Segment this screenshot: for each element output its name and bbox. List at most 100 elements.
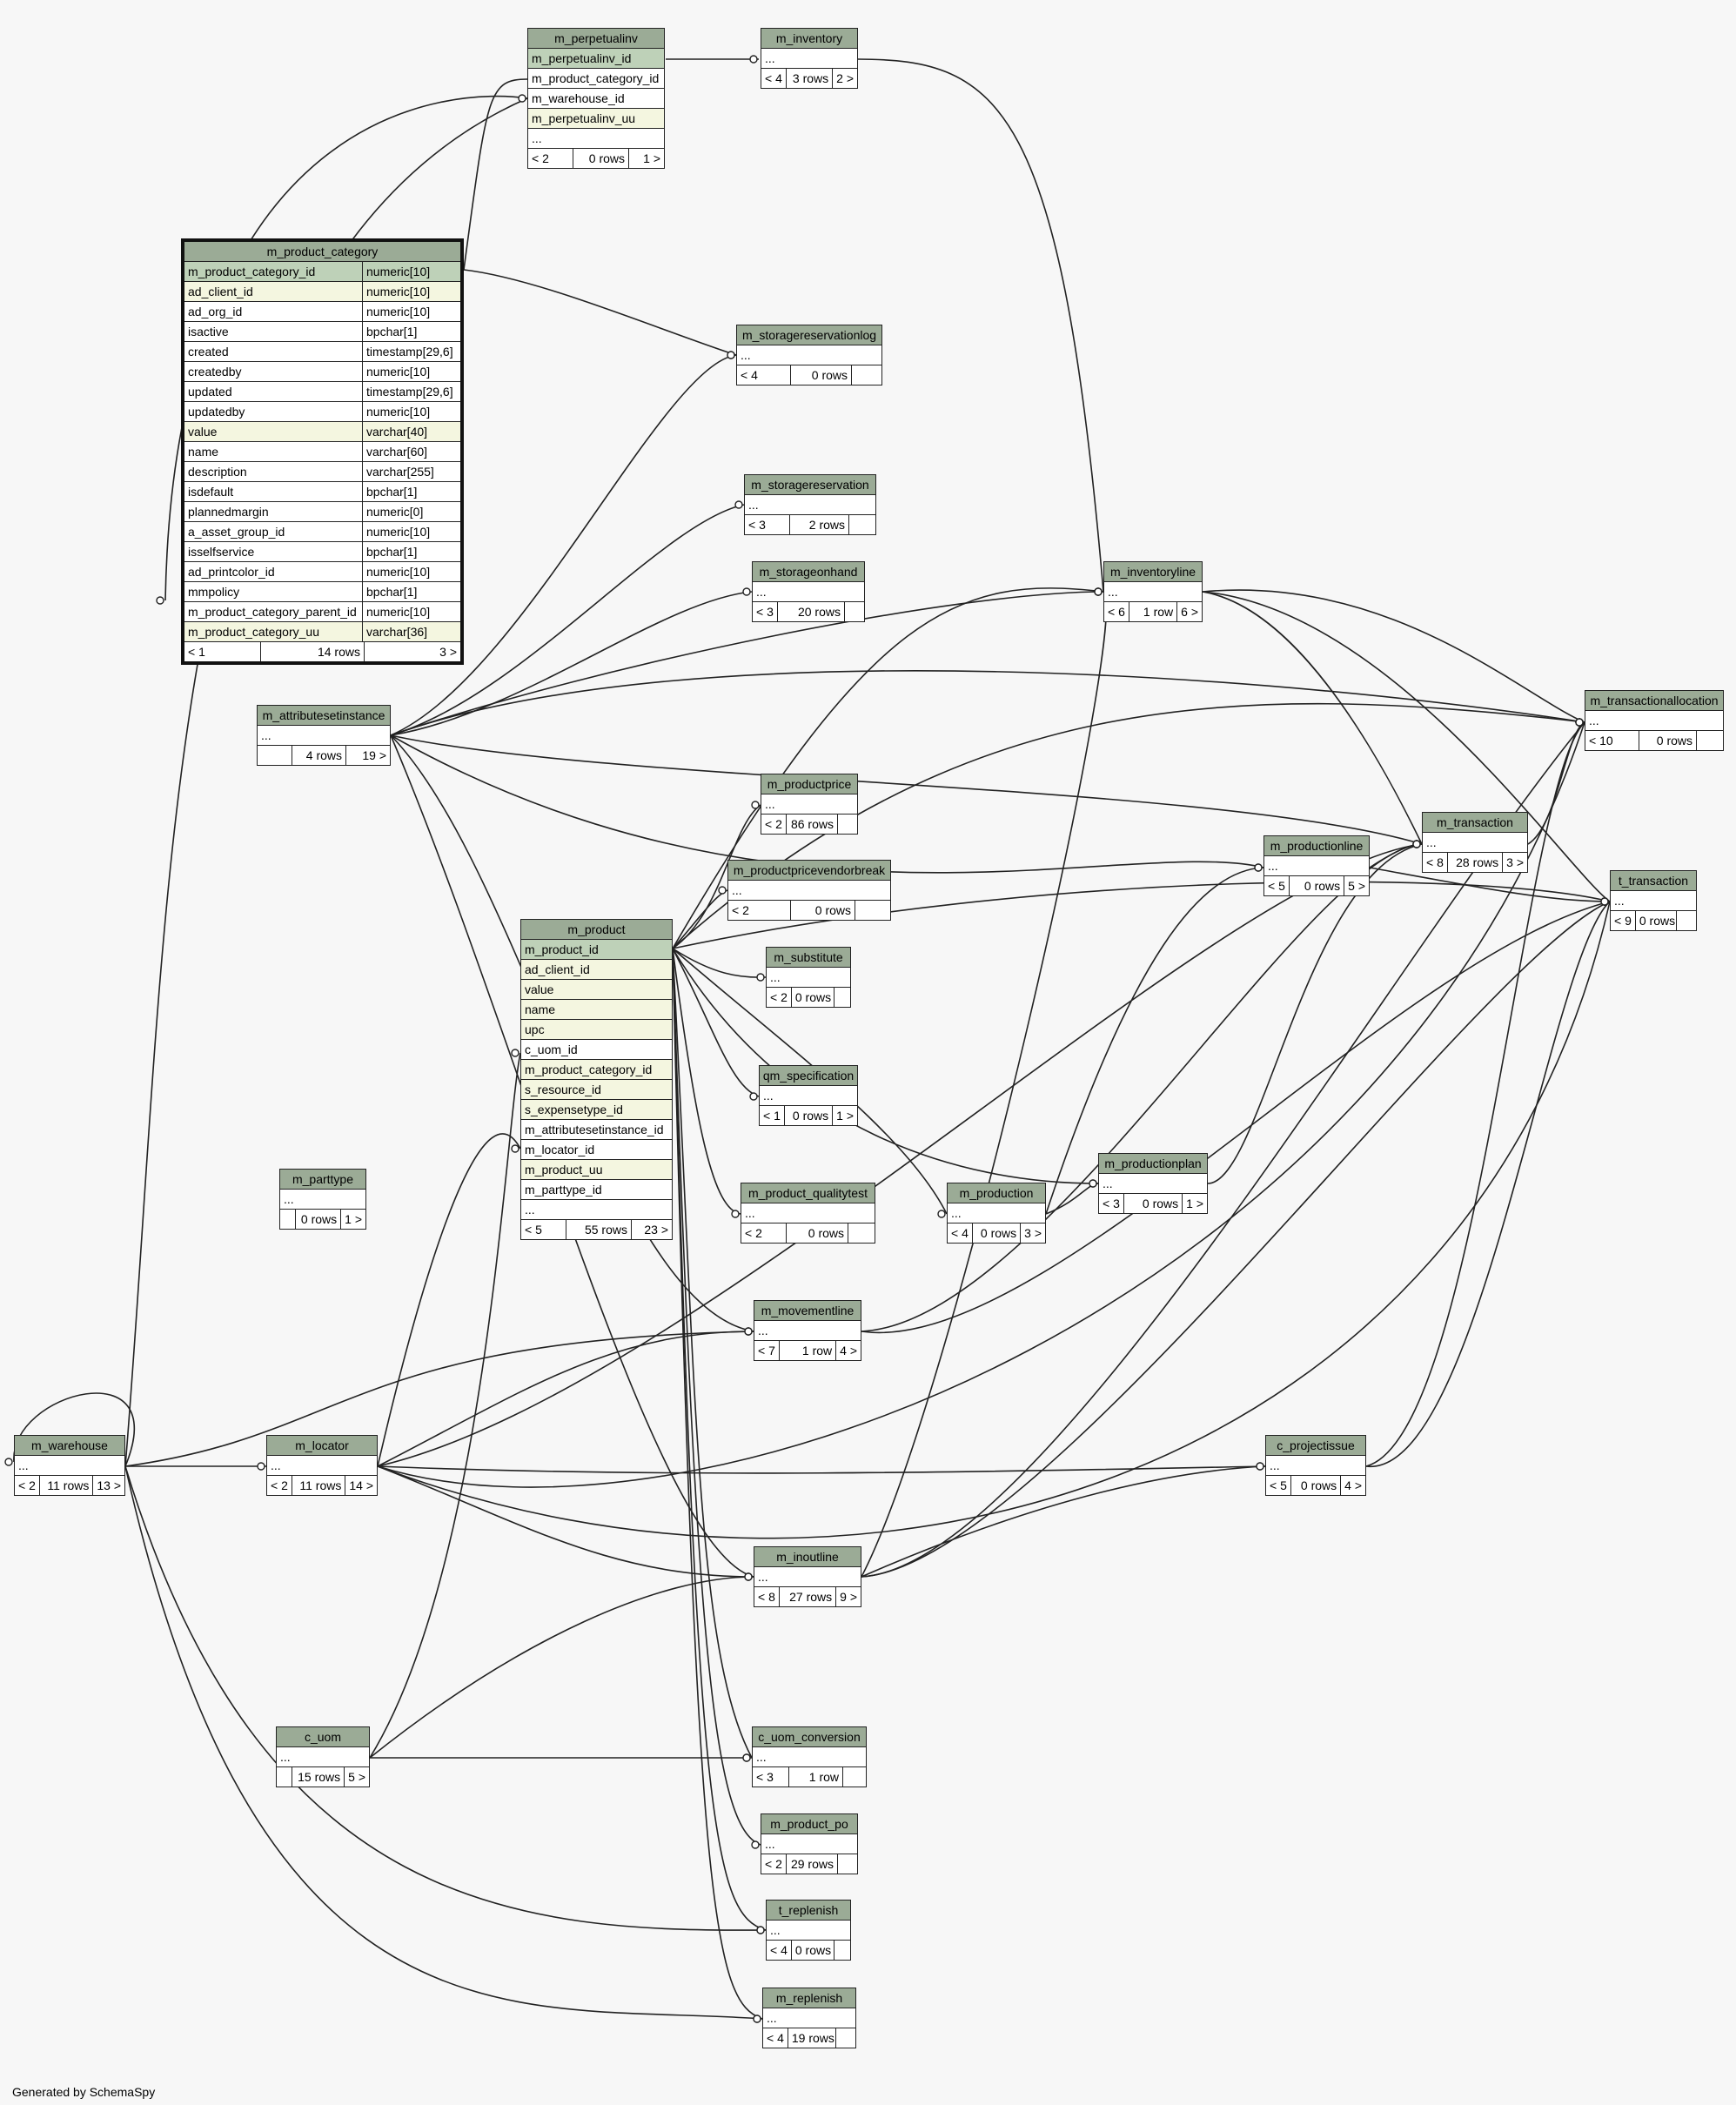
parents-count[interactable]: < 4 [767,1941,792,1960]
table-m-perpetualinv[interactable]: m_perpetualinv m_perpetualinv_id m_produ… [527,28,665,169]
children-count[interactable] [843,1767,866,1787]
parents-count[interactable]: < 7 [754,1341,780,1360]
column-name: value [184,422,363,441]
children-count[interactable]: 3 > [1024,1226,1042,1240]
parents-count[interactable]: < 2 [761,815,787,834]
table-c-uom[interactable]: c_uom ... 15 rows 5 > [276,1726,370,1787]
parents-count[interactable] [258,746,292,765]
children-count[interactable]: 3 > [1506,855,1524,869]
parents-count[interactable]: < 5 [521,1220,566,1239]
parents-count[interactable]: < 2 [741,1223,787,1243]
parents-count[interactable] [280,1210,296,1229]
table-m-replenish[interactable]: m_replenish ... < 4 19 rows [762,1988,856,2048]
table-m-product[interactable]: m_product m_product_id ad_client_id valu… [520,919,673,1240]
parents-count[interactable]: < 3 [753,1767,789,1787]
parents-count[interactable]: < 1 [184,642,261,661]
parents-count[interactable]: < 9 [1611,911,1636,930]
table-m-production[interactable]: m_production ... < 4 0 rows 3 > [947,1183,1046,1244]
table-m-storageonhand[interactable]: m_storageonhand ... < 3 20 rows [752,561,865,622]
table-m-storagereservation[interactable]: m_storagereservation ... < 3 2 rows [744,474,876,535]
table-m-productpricevendorbreak[interactable]: m_productpricevendorbreak ... < 2 0 rows [727,860,891,921]
table-m-productionplan[interactable]: m_productionplan ... < 3 0 rows 1 > [1098,1153,1208,1214]
parents-count[interactable]: < 5 [1264,876,1290,895]
children-count[interactable]: 14 > [349,1478,373,1492]
parents-count[interactable]: < 6 [1104,602,1129,621]
children-count[interactable]: 1 > [836,1109,854,1123]
table-c-projectissue[interactable]: c_projectissue ... < 5 0 rows 4 > [1265,1435,1366,1496]
children-count[interactable] [855,901,890,920]
children-count[interactable]: 1 > [345,1212,362,1226]
parents-count[interactable]: < 4 [763,2028,788,2048]
parents-count[interactable]: < 3 [753,602,778,621]
parents-count[interactable]: < 4 [737,365,791,385]
parents-count[interactable]: < 10 [1585,731,1639,750]
parents-count[interactable]: < 8 [1423,853,1448,872]
table-m-product-po[interactable]: m_product_po ... < 2 29 rows [761,1813,858,1874]
table-m-substitute[interactable]: m_substitute ... < 2 0 rows [766,947,851,1008]
table-qm-specification[interactable]: qm_specification ... < 1 0 rows 1 > [759,1065,858,1126]
table-m-attributesetinstance[interactable]: m_attributesetinstance ... 4 rows 19 > [257,705,391,766]
children-count[interactable] [838,815,857,834]
parents-count[interactable]: < 2 [767,988,792,1007]
parents-count[interactable]: < 2 [761,1854,787,1874]
parents-count[interactable]: < 8 [754,1587,780,1606]
table-m-inventory[interactable]: m_inventory ... < 4 3 rows 2 > [761,28,858,89]
table-m-product-category[interactable]: m_product_category m_product_category_id… [181,238,464,665]
parents-count[interactable]: < 3 [1099,1194,1124,1213]
children-count[interactable] [836,2028,855,2048]
parents-count[interactable]: < 2 [267,1476,292,1495]
children-count[interactable]: 4 > [1344,1478,1362,1492]
table-m-movementline[interactable]: m_movementline ... < 7 1 row 4 > [754,1300,861,1361]
relationship-edge [390,354,737,736]
table-m-warehouse[interactable]: m_warehouse ... < 2 11 rows 13 > [14,1435,125,1496]
table-m-product-qualitytest[interactable]: m_product_qualitytest ... < 2 0 rows [741,1183,875,1244]
children-count[interactable] [834,988,850,1007]
parents-count[interactable]: < 1 [760,1106,785,1125]
children-count[interactable] [838,1854,857,1874]
children-count[interactable] [845,602,864,621]
table-m-storagereservationlog[interactable]: m_storagereservationlog ... < 4 0 rows [736,325,882,385]
children-count[interactable]: 19 > [362,748,386,762]
parents-count[interactable] [277,1767,292,1787]
children-count[interactable]: 1 > [1186,1197,1203,1210]
table-m-inoutline[interactable]: m_inoutline ... < 8 27 rows 9 > [754,1546,861,1607]
children-count[interactable] [849,515,875,534]
children-count[interactable]: 4 > [840,1344,857,1358]
table-m-locator[interactable]: m_locator ... < 2 11 rows 14 > [266,1435,378,1496]
column-row: ... [15,1456,124,1476]
table-m-productprice[interactable]: m_productprice ... < 2 86 rows [761,774,858,835]
parents-count[interactable]: < 4 [761,69,787,88]
table-m-transaction[interactable]: m_transaction ... < 8 28 rows 3 > [1422,812,1528,873]
children-count[interactable]: 23 > [644,1223,668,1237]
children-count[interactable] [834,1941,850,1960]
children-count[interactable] [848,1223,875,1243]
parents-count[interactable]: < 3 [745,515,790,534]
table-c-uom-conversion[interactable]: c_uom_conversion ... < 3 1 row [752,1726,867,1787]
parents-count[interactable]: < 2 [528,149,573,168]
column-type: numeric[10] [366,605,431,619]
relationship-edge [861,901,1611,1334]
parents-count[interactable]: < 5 [1266,1476,1291,1495]
table-m-transactionallocation[interactable]: m_transactionallocation ... < 10 0 rows [1585,690,1724,751]
table-m-inventoryline[interactable]: m_inventoryline ... < 6 1 row 6 > [1103,561,1203,622]
parents-count[interactable]: < 2 [15,1476,40,1495]
children-count[interactable] [852,365,881,385]
children-count[interactable]: 13 > [97,1478,121,1492]
children-count[interactable] [1677,911,1696,930]
children-count[interactable]: 6 > [1181,605,1198,619]
cardinality-marker [1256,1462,1264,1471]
table-t-transaction[interactable]: t_transaction ... < 9 0 rows [1610,870,1697,931]
children-count[interactable]: 5 > [1348,879,1365,893]
children-count[interactable]: 2 > [836,71,854,85]
children-count[interactable]: 5 > [348,1770,365,1784]
parents-count[interactable]: < 4 [948,1223,973,1243]
table-t-replenish[interactable]: t_replenish ... < 4 0 rows [766,1900,851,1961]
children-count[interactable] [1697,731,1723,750]
children-count[interactable]: 1 > [643,151,660,165]
table-m-productionline[interactable]: m_productionline ... < 5 0 rows 5 > [1263,835,1370,896]
parents-count[interactable]: < 2 [728,901,791,920]
table-m-parttype[interactable]: m_parttype ... 0 rows 1 > [279,1169,366,1230]
children-count[interactable]: 9 > [840,1590,857,1604]
children-count[interactable]: 3 > [439,645,457,659]
